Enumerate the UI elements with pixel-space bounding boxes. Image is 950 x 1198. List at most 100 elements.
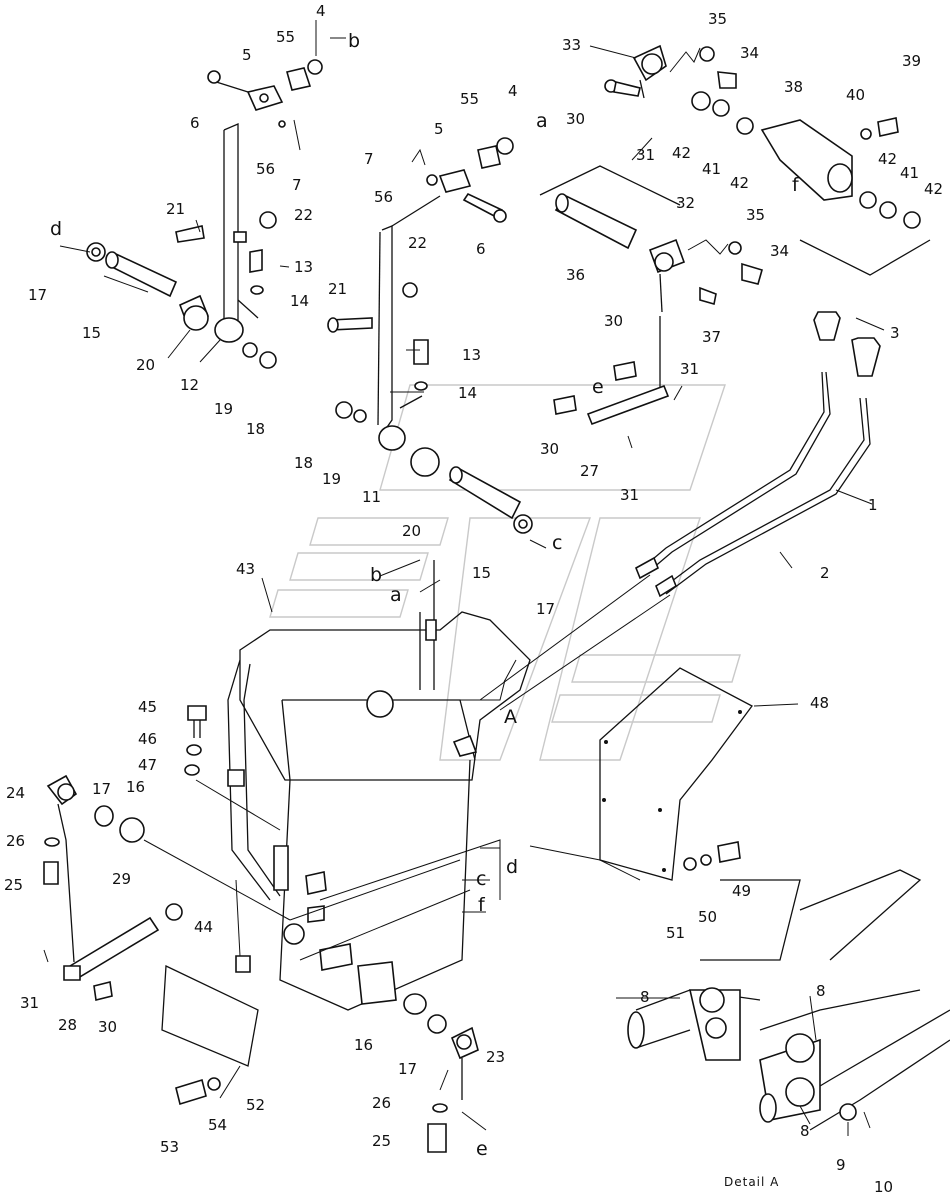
control-rods: [479, 311, 881, 711]
plate-52: [161, 964, 259, 1106]
lever-11: [327, 137, 514, 451]
linkage-right: [539, 44, 931, 449]
part-label: 12: [180, 376, 200, 394]
part-label: 34: [770, 242, 790, 260]
lever-24: [43, 774, 291, 1001]
plate-48: [529, 667, 753, 881]
leader-lines: [59, 20, 885, 1136]
part-label: 11: [362, 488, 382, 506]
part-label: 42: [878, 150, 898, 168]
part-label: 17: [398, 1060, 418, 1078]
part-label: 30: [604, 312, 624, 330]
part-label: 41: [900, 164, 920, 182]
part-label: 6: [190, 114, 200, 132]
view-label: c: [552, 532, 563, 554]
view-label: d: [50, 218, 63, 240]
detail-caption: Detail A: [724, 1175, 780, 1189]
part-label: 5: [434, 120, 444, 138]
view-label: e: [592, 376, 604, 398]
part-label: 21: [328, 280, 348, 298]
part-label: 36: [566, 266, 586, 284]
part-label: 29: [112, 870, 132, 888]
part-label: 27: [580, 462, 600, 480]
view-label: c: [476, 868, 487, 890]
part-label: 31: [636, 146, 656, 164]
part-label: 18: [294, 454, 314, 472]
view-label: f: [792, 174, 799, 196]
part-label: 20: [136, 356, 156, 374]
view-label: a: [536, 110, 548, 132]
lever-23: [403, 993, 487, 1153]
housing-43: [227, 560, 531, 1011]
part-label: 18: [246, 420, 266, 438]
part-label: 56: [256, 160, 276, 178]
part-label: 55: [276, 28, 296, 46]
part-label: 15: [472, 564, 492, 582]
part-label: 31: [680, 360, 700, 378]
part-label: 46: [138, 730, 158, 748]
part-label: 10: [874, 1178, 894, 1196]
part-label: 34: [740, 44, 760, 62]
clevis-5-left: [207, 59, 323, 151]
part-label: 42: [924, 180, 944, 198]
part-label: 1: [868, 496, 878, 514]
view-label: b: [370, 564, 383, 586]
part-label: 53: [160, 1138, 180, 1156]
part-label: 55: [460, 90, 480, 108]
part-label: 30: [540, 440, 560, 458]
part-label: 31: [620, 486, 640, 504]
part-label: 22: [408, 234, 428, 252]
part-label: 16: [126, 778, 146, 796]
part-label: 20: [402, 522, 422, 540]
part-label: 35: [746, 206, 766, 224]
view-label: b: [348, 30, 361, 52]
part-label: 8: [816, 982, 826, 1000]
part-label: 16: [354, 1036, 374, 1054]
part-label: 45: [138, 698, 158, 716]
part-label: 37: [702, 328, 722, 346]
part-label: 5: [242, 46, 252, 64]
part-label: 21: [166, 200, 186, 218]
part-label: 42: [672, 144, 692, 162]
part-label: 25: [372, 1132, 392, 1150]
part-label: 41: [702, 160, 722, 178]
part-label: 56: [374, 188, 394, 206]
detail-a-drawing: [627, 869, 950, 1131]
part-label: 6: [476, 240, 486, 258]
view-label: f: [478, 894, 485, 916]
view-label: e: [476, 1138, 488, 1160]
part-label: 13: [462, 346, 482, 364]
part-label: 19: [214, 400, 234, 418]
lever-12: [214, 123, 259, 343]
shaft-15-left: [86, 211, 277, 369]
part-label: 30: [98, 1018, 118, 1036]
part-label: 26: [6, 832, 26, 850]
part-label: 40: [846, 86, 866, 104]
part-label: 23: [486, 1048, 506, 1066]
part-label: 42: [730, 174, 750, 192]
part-label: 2: [820, 564, 830, 582]
part-label: 47: [138, 756, 158, 774]
part-label: 43: [236, 560, 256, 578]
part-label: 33: [562, 36, 582, 54]
part-label: 7: [364, 150, 374, 168]
part-label: 4: [316, 2, 326, 20]
part-label: 52: [246, 1096, 266, 1114]
part-label: 4: [508, 82, 518, 100]
part-label: 24: [6, 784, 26, 802]
part-label: 7: [292, 176, 302, 194]
part-label: 48: [810, 694, 830, 712]
part-label: 8: [640, 988, 650, 1006]
part-label: 17: [536, 600, 556, 618]
part-label: 9: [836, 1156, 846, 1174]
part-label: 31: [20, 994, 40, 1012]
part-label: 17: [28, 286, 48, 304]
part-label: 30: [566, 110, 586, 128]
part-label: 35: [708, 10, 728, 28]
shaft-15-middle: [410, 447, 533, 534]
view-label: A: [504, 706, 517, 728]
part-label: 50: [698, 908, 718, 926]
part-label: 25: [4, 876, 24, 894]
part-label: 3: [890, 324, 900, 342]
